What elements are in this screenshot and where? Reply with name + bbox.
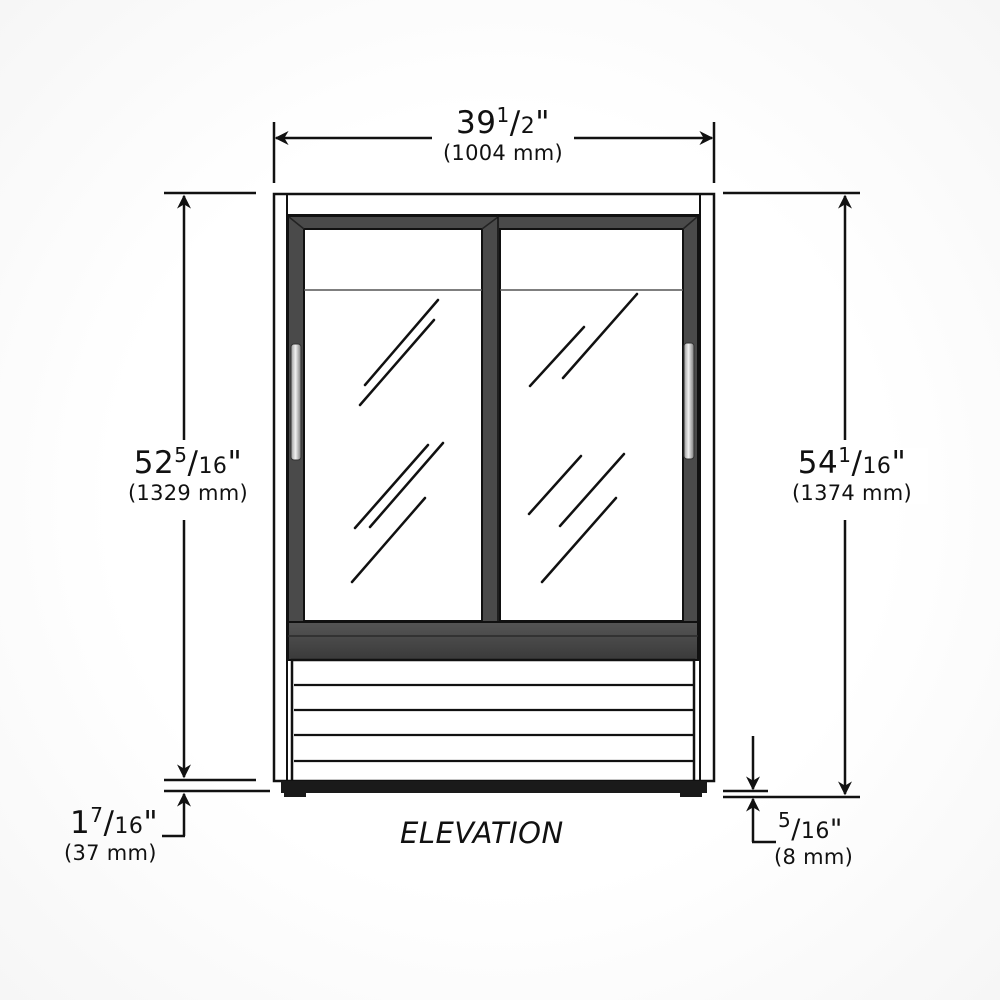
- left-base-metric: (37 mm): [64, 841, 157, 865]
- width-dimension-label: 391/2" (1004 mm): [432, 103, 574, 165]
- width-metric: (1004 mm): [442, 141, 564, 165]
- base-kickplate: [281, 781, 707, 797]
- overall-height-dimension-line: [723, 191, 860, 799]
- right-base-imperial: 5/16": [778, 808, 843, 845]
- right-base-dimension-label: 5/16" (8 mm): [774, 808, 878, 868]
- door-frame: [287, 215, 699, 661]
- width-dimension-line: [272, 122, 716, 183]
- right-base-dimension-line: [723, 736, 776, 844]
- width-imperial: 391/2": [456, 103, 550, 141]
- body-height-dimension-line: [164, 191, 256, 782]
- left-base-dimension-line: [162, 789, 270, 838]
- right-door-handle: [683, 342, 695, 460]
- overall-height-metric: (1374 mm): [791, 481, 913, 505]
- base-grille: [290, 658, 696, 783]
- elevation-title: ELEVATION: [400, 816, 564, 850]
- right-base-metric: (8 mm): [774, 845, 854, 869]
- body-height-metric: (1329 mm): [127, 481, 249, 505]
- left-door-handle: [290, 343, 302, 461]
- left-base-dimension-label: 17/16" (37 mm): [50, 803, 180, 865]
- overall-height-imperial: 541/16": [797, 443, 907, 481]
- body-height-imperial: 525/16": [133, 443, 243, 481]
- body-height-dimension-label: 525/16" (1329 mm): [112, 443, 264, 505]
- overall-height-dimension-label: 541/16" (1374 mm): [776, 443, 928, 505]
- left-glass-reflection-icon: [350, 298, 445, 584]
- left-base-imperial: 17/16": [70, 803, 159, 841]
- right-glass-reflection-icon: [527, 292, 639, 584]
